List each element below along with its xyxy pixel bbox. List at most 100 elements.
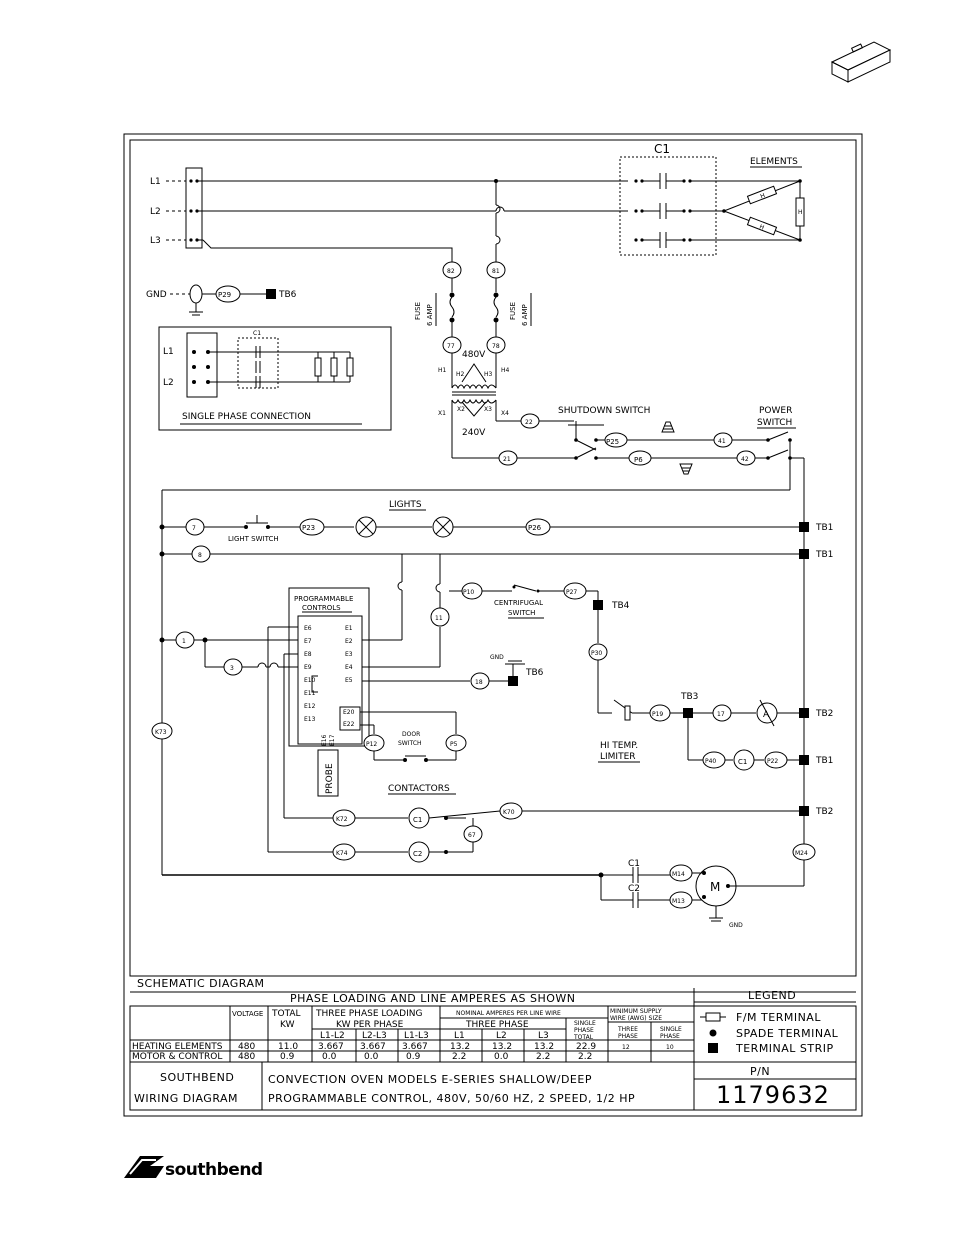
tb1-label-1: TB1: [815, 523, 833, 533]
power-input: L1 L2 L3: [150, 167, 628, 262]
transformer-x2: X2: [457, 406, 465, 413]
wire-21: 21: [503, 456, 511, 463]
m14-label: M14: [672, 871, 685, 878]
terminal-block-icon: [830, 41, 892, 83]
contactors-label: CONTACTORS: [388, 784, 450, 794]
row-motor: MOTOR & CONTROL 480 0.9 0.0 0.0 0.9 2.2 …: [132, 1052, 592, 1062]
wire-78: 78: [492, 343, 500, 350]
svg-text:3.667: 3.667: [402, 1042, 428, 1052]
wire-3: 3: [230, 665, 234, 672]
motor-control-circuit: P10 CENTRIFUGAL SWITCH P27 TB4 P30 P19 T…: [449, 582, 833, 771]
p40-label: P40: [705, 758, 716, 765]
terminal-e1: E1: [345, 625, 353, 632]
elements-label: ELEMENTS: [750, 157, 798, 167]
wire-77: 77: [447, 343, 455, 350]
light-switch-label: LIGHT SWITCH: [228, 535, 279, 543]
svg-text:13.2: 13.2: [450, 1042, 470, 1052]
contactors-circuit: CONTACTORS K72 C1 K70 TB2 67 K74 C2: [268, 784, 833, 863]
logo-text: southbend: [165, 1160, 263, 1180]
heater-label-2: H: [758, 223, 765, 231]
fuse-rating-left: 6 AMP: [426, 304, 434, 326]
wire-18: 18: [475, 679, 483, 686]
transformer-x4: X4: [501, 410, 509, 417]
svg-text:2.2: 2.2: [578, 1052, 592, 1062]
svg-text:MOTOR & CONTROL: MOTOR & CONTROL: [132, 1052, 222, 1062]
gnd-label-2: GND: [490, 654, 504, 661]
k70-label: K70: [503, 809, 515, 816]
terminal-e20: E20: [343, 709, 355, 716]
centrifugal-label-2: SWITCH: [508, 609, 535, 617]
p6-label: P6: [634, 456, 643, 464]
legend-title: LEGEND: [748, 989, 796, 1002]
motor-gnd-label: GND: [729, 922, 743, 929]
transformer: 480V H1 H2 H3 H4 X1 X2 X3 X4 240V 22 21: [438, 350, 574, 466]
p26-label: P26: [528, 524, 542, 532]
tb2-label-1: TB2: [815, 709, 833, 719]
terminal-e17: E17: [329, 734, 336, 746]
col-min-supply-1: MINIMUM SUPPLY: [610, 1008, 662, 1015]
southbend-logo: southbend: [124, 1156, 263, 1180]
fm-terminal-icon: [700, 1012, 726, 1022]
svg-text:0.0: 0.0: [364, 1052, 379, 1062]
svg-text:3.667: 3.667: [360, 1042, 386, 1052]
contactor-c1-label: C1: [654, 142, 670, 156]
brand-line-1: SOUTHBEND: [160, 1071, 234, 1084]
wire-42: 42: [741, 456, 749, 463]
legend-spade-terminal: SPADE TERMINAL: [736, 1027, 839, 1040]
col-total-1: TOTAL: [271, 1009, 301, 1019]
svg-text:HEATING ELEMENTS: HEATING ELEMENTS: [132, 1042, 223, 1052]
table-header: PHASE LOADING AND LINE AMPERES AS SHOWN: [290, 992, 576, 1005]
gnd-label: GND: [146, 290, 167, 300]
terminal-e2: E2: [345, 638, 353, 645]
col-single-short-1: SINGLE: [660, 1026, 682, 1033]
line-label-l3: L3: [150, 236, 161, 246]
spade-terminal-icon: [709, 1029, 717, 1037]
p12-label: P12: [366, 741, 377, 748]
svg-text:2.2: 2.2: [452, 1052, 466, 1062]
tb6-label-top: TB6: [278, 290, 297, 300]
sub-l1l2: L1-L2: [320, 1031, 345, 1041]
p19-label: P19: [652, 711, 663, 718]
svg-text:0.0: 0.0: [322, 1052, 337, 1062]
wire-81: 81: [492, 268, 500, 275]
k74-label: K74: [336, 850, 348, 857]
terminal-e10: E10: [304, 677, 316, 684]
transformer-x3: X3: [484, 406, 492, 413]
diagram-frame: [123, 133, 863, 1117]
fuse-label-right: FUSE: [509, 302, 517, 320]
svg-text:0.9: 0.9: [280, 1052, 295, 1062]
col-min-supply-2: WIRE (AWG) SIZE: [610, 1015, 662, 1022]
col-three-phase: THREE PHASE: [465, 1020, 529, 1030]
single-phase-l1: L1: [163, 347, 174, 357]
single-phase-l2: L2: [163, 378, 174, 388]
p23-label: P23: [302, 524, 315, 532]
c1-coil-label: C1: [738, 758, 747, 766]
terminal-e13: E13: [304, 716, 316, 723]
col-single-3: TOTAL: [573, 1034, 594, 1041]
single-phase-title: SINGLE PHASE CONNECTION: [182, 412, 311, 422]
terminal-e7: E7: [304, 638, 312, 645]
terminal-block: [185, 167, 203, 249]
hi-temp-label-2: LIMITER: [600, 752, 636, 762]
fuse-rating-right: 6 AMP: [521, 304, 529, 326]
wire-41: 41: [718, 438, 726, 445]
svg-text:2.2: 2.2: [536, 1052, 550, 1062]
sub-l3: L3: [538, 1031, 549, 1041]
tb1-label-3: TB1: [815, 756, 833, 766]
svg-text:12: 12: [622, 1044, 630, 1051]
col-nominal: NOMINAL AMPERES PER LINE WIRE: [456, 1010, 561, 1017]
wire-67: 67: [468, 832, 476, 839]
bulb-bottom-icon: [679, 463, 693, 475]
svg-text:10: 10: [666, 1044, 674, 1051]
c1-contactor-label: C1: [413, 816, 422, 824]
p27-label: P27: [566, 589, 577, 596]
switch-section: SHUTDOWN SWITCH P25 P6 41 42 POWER SWITC…: [162, 406, 805, 880]
legend-fm-terminal: F/M TERMINAL: [736, 1011, 821, 1024]
transformer-h3: H3: [484, 371, 493, 378]
cap-c1-label: C1: [628, 859, 640, 869]
terminal-e6: E6: [304, 625, 312, 632]
wire-11: 11: [435, 615, 443, 622]
heater-label-3: H: [798, 209, 803, 216]
lights-circuit: 7 LIGHT SWITCH P23 LIGHTS P26 TB1 8 TB1: [159, 490, 833, 875]
tb3-label: TB3: [680, 692, 698, 702]
